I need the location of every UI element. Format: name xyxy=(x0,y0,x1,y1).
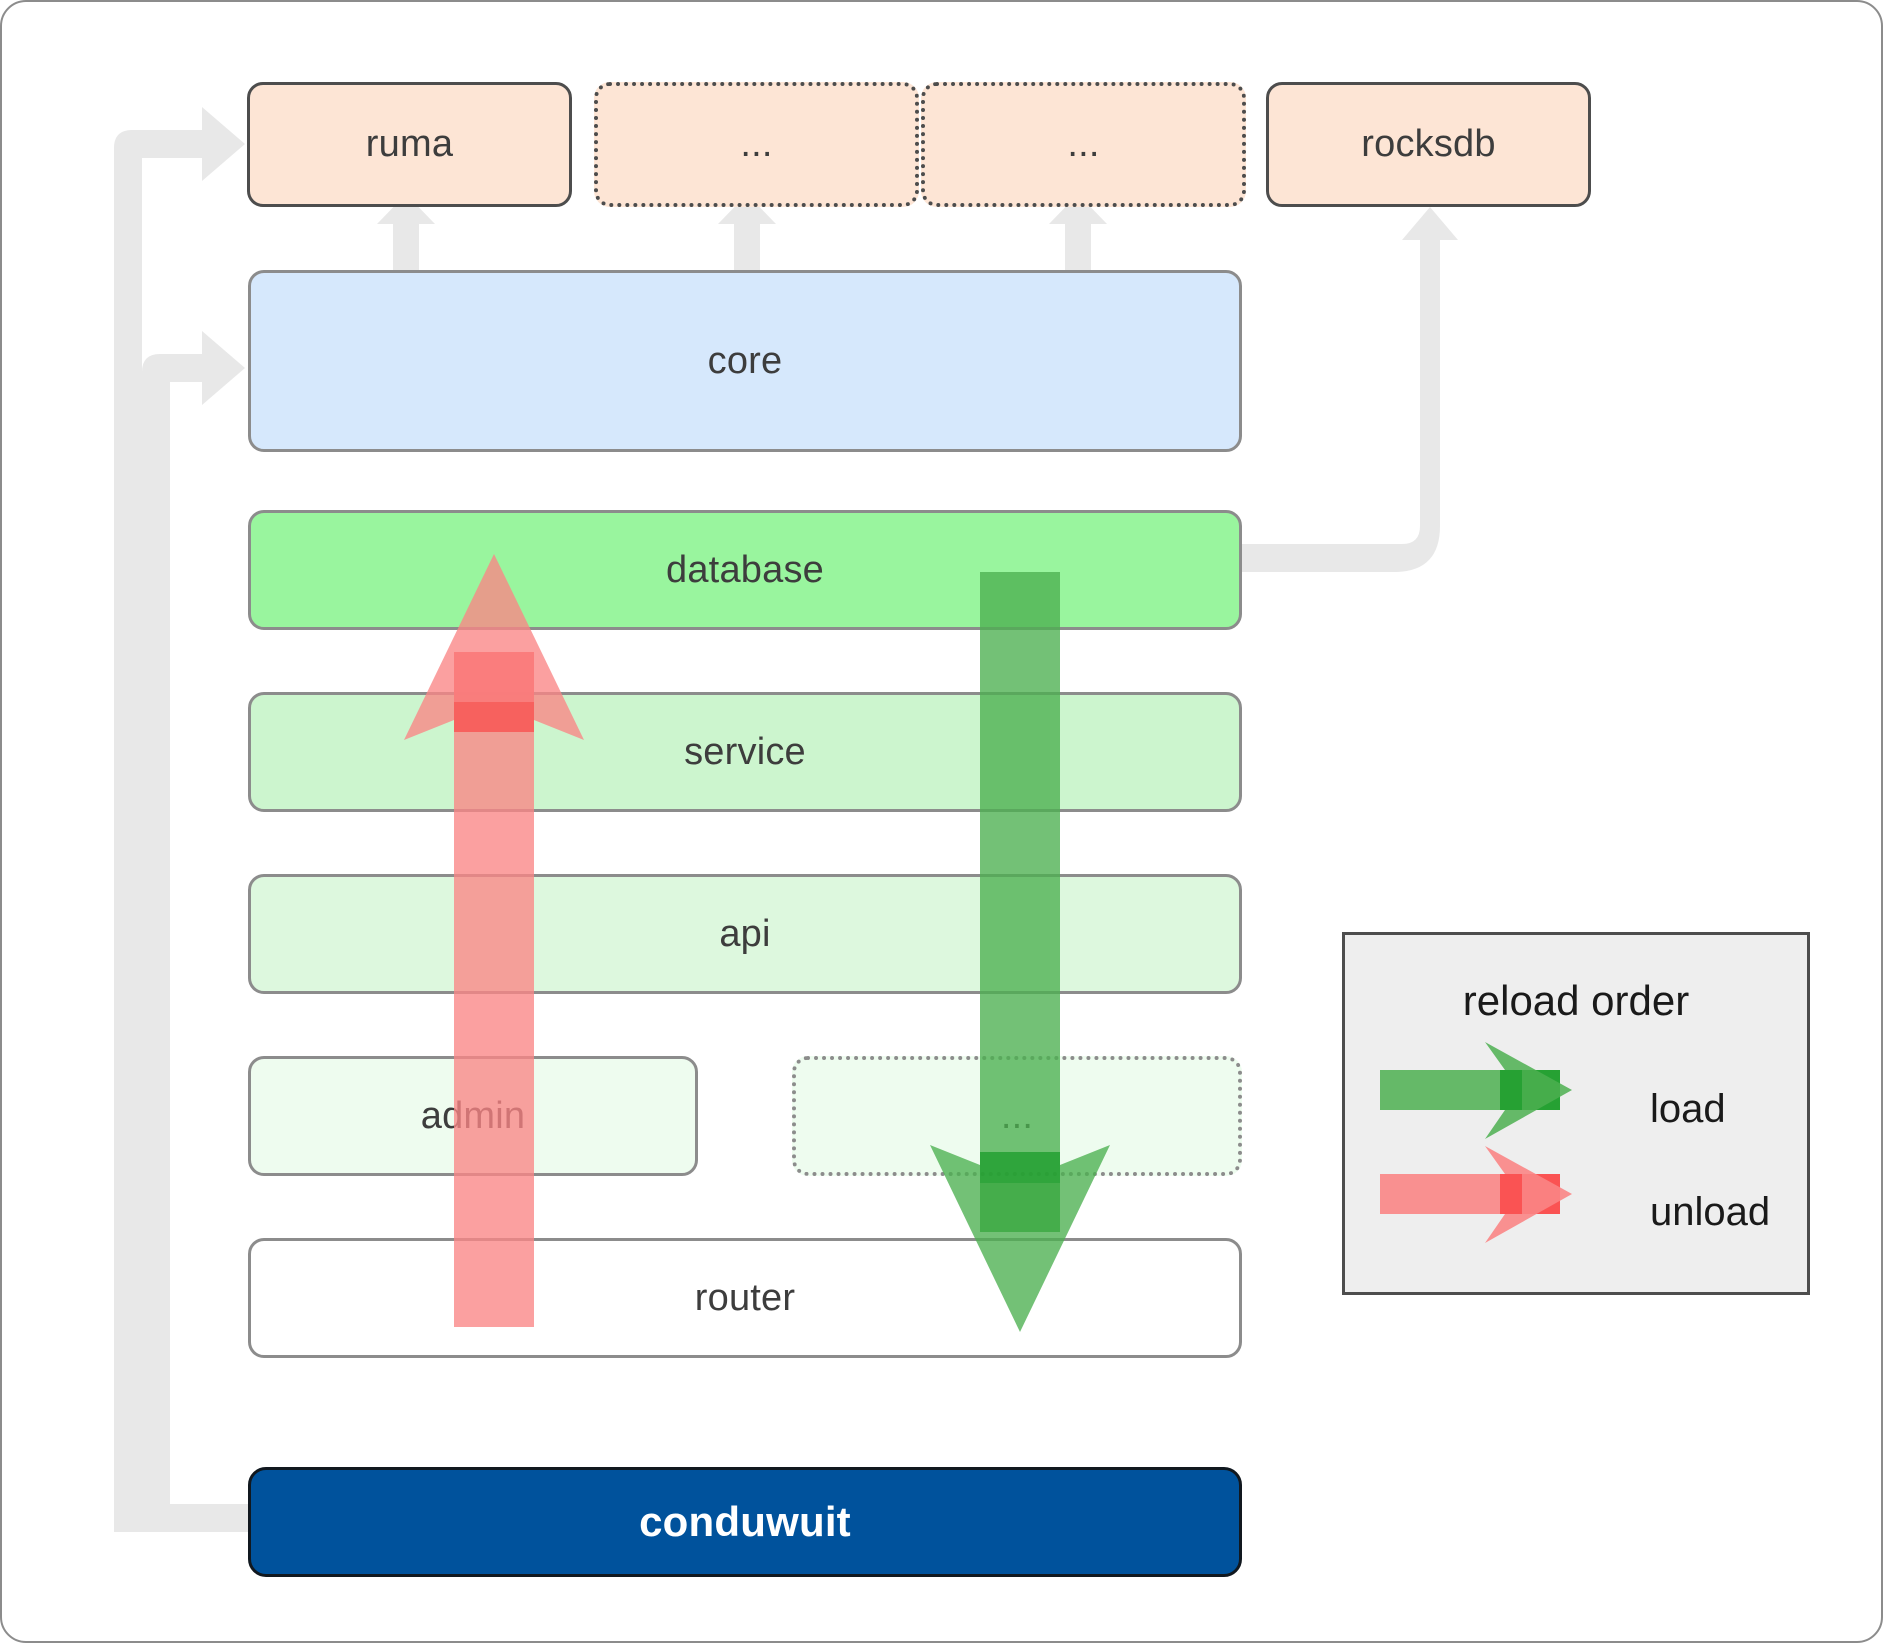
layer-node-api[interactable]: api xyxy=(248,874,1242,994)
legend-label-unload: unload xyxy=(1650,1190,1771,1234)
connector-core-to-dots1 xyxy=(718,194,776,272)
legend-load-arrow-icon xyxy=(1380,1042,1572,1139)
legend-unload-arrow-icon xyxy=(1380,1146,1572,1243)
legend-title: reload order xyxy=(1462,977,1690,1024)
legend-panel: reload order load unload xyxy=(1342,932,1810,1295)
connector-conduwuit-to-core xyxy=(142,331,245,1532)
dependency-node-dots2[interactable]: ... xyxy=(921,82,1246,207)
unload-arrow xyxy=(404,554,584,1327)
connector-conduwuit-stub xyxy=(114,1504,254,1532)
connector-core-to-ruma xyxy=(377,194,435,272)
layer-node-router[interactable]: router xyxy=(248,1238,1242,1358)
dependency-node-rocksdb[interactable]: rocksdb xyxy=(1266,82,1591,207)
layer-node-service[interactable]: service xyxy=(248,692,1242,812)
core-node[interactable]: core xyxy=(248,270,1242,452)
legend-label-load: load xyxy=(1650,1087,1726,1131)
connector-conduwuit-to-ruma xyxy=(114,107,245,1532)
connector-database-to-rocksdb xyxy=(1242,207,1458,572)
connector-core-to-dots2 xyxy=(1049,194,1107,272)
load-arrow xyxy=(930,572,1110,1332)
